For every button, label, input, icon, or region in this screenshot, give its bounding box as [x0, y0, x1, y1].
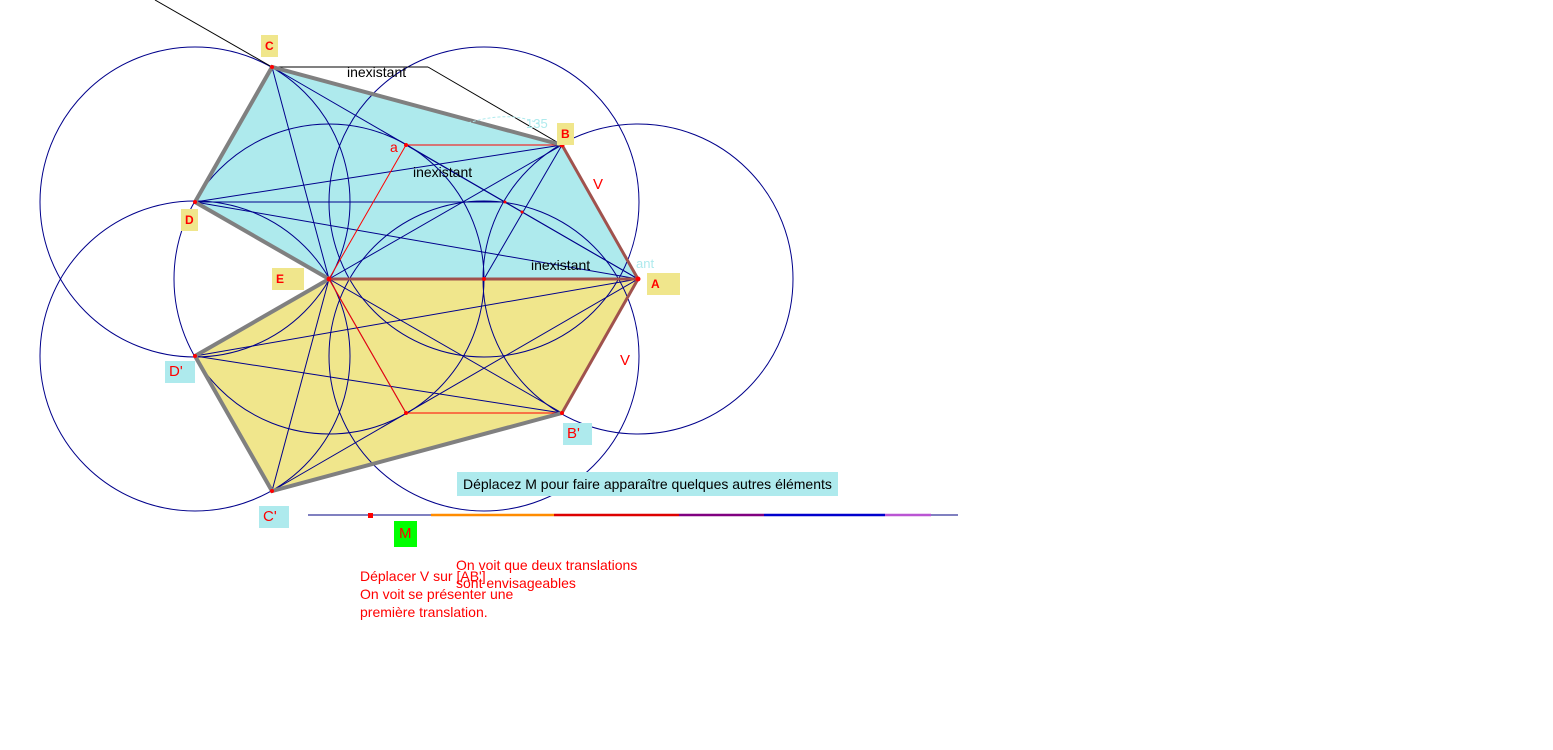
- slider[interactable]: [308, 513, 958, 518]
- inexistant-label-top: inexistant: [347, 64, 407, 80]
- line-top-to-B: [427, 66, 563, 146]
- line-E-Cp: [271, 278, 330, 492]
- note-move-V-line3: première translation.: [360, 604, 488, 620]
- red-lines: [328, 144, 562, 414]
- note-move-V-line1: Déplacer V sur [AB']: [360, 568, 486, 584]
- label-a: a: [390, 139, 398, 155]
- line-top-left-diag: [154, 0, 273, 68]
- point-E: [326, 276, 332, 282]
- red-E-ap: [328, 278, 407, 414]
- point-A: [635, 276, 641, 282]
- inexistant-label-right: inexistant: [531, 257, 591, 273]
- label-A: A: [647, 273, 680, 295]
- point-a: [404, 143, 408, 147]
- label-C-prime: C': [259, 506, 289, 528]
- point-mid1: [503, 200, 507, 204]
- line-C-E: [271, 66, 330, 280]
- label-B: B: [557, 123, 574, 145]
- upper-pentagon-fill: [195, 67, 638, 279]
- red-a-E: [328, 144, 407, 280]
- point-Dp: [193, 354, 197, 358]
- vector-B-A: [560, 144, 640, 280]
- point-Cp: [270, 489, 274, 493]
- line-Dp-Bp: [194, 355, 563, 414]
- line-Cp-A: [271, 278, 639, 492]
- vector-A-Bp: [560, 278, 640, 414]
- circle-center-bottom: [328, 200, 640, 512]
- instruction-box: Déplacez M pour faire apparaître quelque…: [457, 472, 838, 496]
- label-vector-V-1: V: [593, 176, 604, 193]
- point-ap: [404, 411, 408, 415]
- line-Dp-A: [194, 278, 639, 357]
- note-move-V-line2: On voit se présenter une: [360, 586, 514, 602]
- label-C: C: [261, 35, 278, 57]
- note-two-translations-line2: sont envisageables: [456, 575, 576, 591]
- point-Bp: [560, 411, 564, 415]
- outline-D-E: [194, 200, 330, 281]
- label-E: E: [272, 268, 305, 290]
- faint-text-label: ant: [636, 256, 655, 271]
- label-D-prime: D': [165, 361, 195, 383]
- black-lines: [154, 0, 563, 146]
- faint-arc: [467, 116, 541, 125]
- faint-angle-label: 135: [526, 116, 548, 131]
- vertex-points[interactable]: [193, 65, 641, 493]
- lower-pentagon-fill: [195, 279, 638, 491]
- note-two-translations-line1: On voit que deux translations: [456, 557, 638, 573]
- line-E-B: [328, 144, 563, 280]
- point-center: [482, 277, 486, 281]
- inexistant-label-middle: inexistant: [413, 164, 473, 180]
- slider-handle-M[interactable]: M: [394, 521, 417, 547]
- slider-point-M: [368, 513, 373, 518]
- label-vector-V-2: V: [620, 352, 631, 369]
- line-D-A: [194, 201, 639, 280]
- label-D: D: [181, 209, 198, 231]
- line-E-Bp: [328, 278, 563, 414]
- outline-E-Dp: [194, 277, 330, 358]
- line-D-B: [194, 144, 563, 203]
- point-C: [270, 65, 274, 69]
- point-mid2: [520, 210, 524, 214]
- point-D: [193, 200, 197, 204]
- label-B-prime: B': [563, 423, 592, 445]
